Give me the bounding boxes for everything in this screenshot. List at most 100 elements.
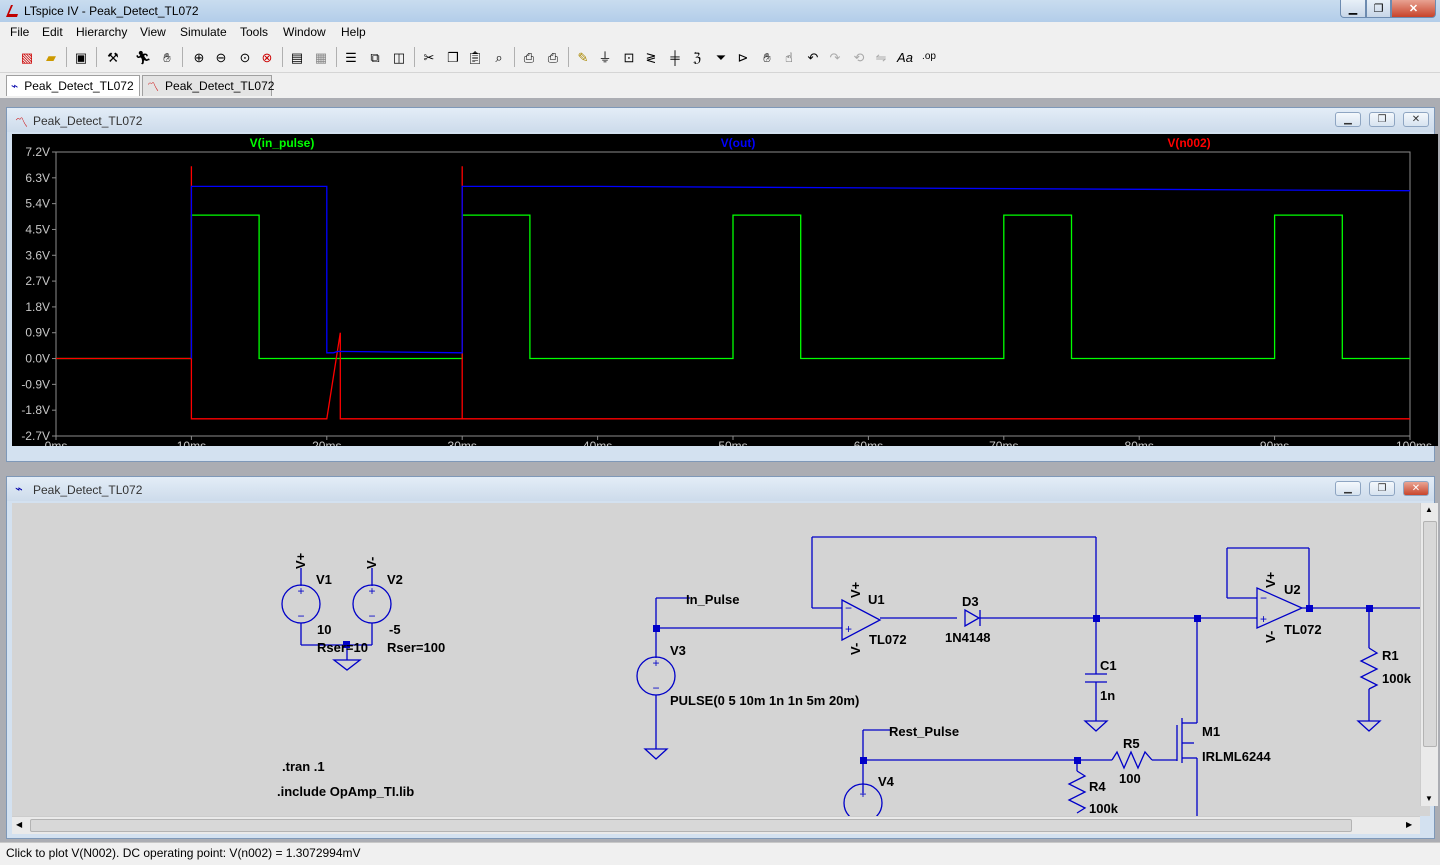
menu-tools[interactable]: Tools xyxy=(240,25,269,39)
toolbar: ▧ ▰ ▣ ⚒ 🏃︎ ✋︎ ⊕ ⊖ ⊙ ⊗ ▤ ▦ ☰ ⧉ ◫ ✂ ❐ 📋︎ ⌕… xyxy=(0,42,1440,73)
label-net-icon[interactable]: ⊡ xyxy=(623,49,635,65)
include-directive[interactable]: .include OpAmp_TI.lib xyxy=(277,784,414,799)
mirror-icon[interactable]: ⇋ xyxy=(875,49,887,65)
schematic-close-button[interactable]: ✕ xyxy=(1403,481,1429,496)
scroll-left-icon[interactable]: ◀ xyxy=(16,820,23,829)
menu-bar: File Edit Hierarchy View Simulate Tools … xyxy=(0,22,1440,42)
menu-simulate[interactable]: Simulate xyxy=(180,25,227,39)
schematic-window-titlebar: ⌁ Peak_Detect_TL072 ▁ ❐ ✕ xyxy=(7,477,1434,501)
menu-help[interactable]: Help xyxy=(341,25,366,39)
draw-wire-icon[interactable]: ✎ xyxy=(577,49,589,65)
pan-hand-icon[interactable]: ✋︎ xyxy=(163,49,171,65)
inductor-icon[interactable]: ℨ xyxy=(692,49,701,65)
menu-file[interactable]: File xyxy=(10,25,30,39)
redo-icon[interactable]: ↷ xyxy=(829,49,841,65)
waveform-close-button[interactable]: ✕ xyxy=(1403,112,1429,127)
open-folder-icon[interactable]: ▰ xyxy=(46,49,56,65)
control-panel-icon[interactable]: ⚒ xyxy=(107,49,119,65)
schematic-icon: ⌁ xyxy=(15,481,23,496)
minimize-button[interactable]: ▁ xyxy=(1340,0,1366,18)
schematic-canvas[interactable]: + − + − + − − + − + + V+ V1 10 Rser=10 xyxy=(12,503,1430,816)
scroll-right-icon[interactable]: ▶ xyxy=(1406,820,1413,829)
new-schematic-icon[interactable]: ▧ xyxy=(20,49,34,65)
vertical-scrollbar[interactable]: ▲ ▼ xyxy=(1420,503,1438,806)
scroll-down-icon[interactable]: ▼ xyxy=(1425,794,1433,803)
menu-view[interactable]: View xyxy=(140,25,166,39)
tab-waveform[interactable]: 〽 Peak_Detect_TL072 xyxy=(142,75,275,96)
zoom-fit-icon[interactable]: ⊙ xyxy=(239,49,251,65)
ground-icon[interactable]: ⏚ xyxy=(598,49,612,65)
cut-icon[interactable]: ✂ xyxy=(423,49,435,65)
u2-model: TL072 xyxy=(1284,622,1322,637)
menu-edit[interactable]: Edit xyxy=(42,25,63,39)
copy-icon[interactable]: ❐ xyxy=(447,49,459,65)
ltspice-app-icon xyxy=(6,5,18,17)
y-tick-label: 5.4V xyxy=(25,197,50,211)
print-preview-icon[interactable]: ⎙ xyxy=(523,49,535,65)
schematic-restore-button[interactable]: ❐ xyxy=(1369,481,1395,496)
save-icon[interactable]: ▣ xyxy=(74,49,88,65)
grid-icon[interactable]: ▦ xyxy=(314,49,328,65)
resistor-icon[interactable]: ≷ xyxy=(645,49,657,65)
r1-label: R1 xyxy=(1382,648,1399,663)
waveform-minimize-button[interactable]: ▁ xyxy=(1335,112,1361,127)
paste-icon[interactable]: 📋︎ xyxy=(466,49,484,65)
schematic-minimize-button[interactable]: ▁ xyxy=(1335,481,1361,496)
y-tick-label: 0.9V xyxy=(25,326,50,340)
diode-icon[interactable]: ⏷ xyxy=(715,49,727,65)
zoom-out-icon[interactable]: ⊖ xyxy=(215,49,227,65)
svg-text:+: + xyxy=(297,584,304,598)
horizontal-scrollbar[interactable]: ◀ ▶ xyxy=(12,816,1420,834)
svg-text:−: − xyxy=(368,609,375,623)
u1-label: U1 xyxy=(868,592,885,607)
undo-icon[interactable]: ↶ xyxy=(807,49,819,65)
x-tick-label: 40ms xyxy=(583,439,612,446)
vertical-scroll-thumb[interactable] xyxy=(1423,521,1437,747)
v2-value: -5 xyxy=(389,622,401,637)
waveform-window-title: Peak_Detect_TL072 xyxy=(33,114,143,128)
zoom-in-icon[interactable]: ⊕ xyxy=(193,49,205,65)
y-tick-label: 6.3V xyxy=(25,171,50,185)
close-button[interactable]: ✕ xyxy=(1391,0,1436,18)
text-icon[interactable]: Aa xyxy=(897,49,913,65)
capacitor-icon[interactable]: ╪ xyxy=(670,49,680,65)
schematic-drawing[interactable]: + − + − + − − + − + + V+ V1 10 Rser=10 xyxy=(12,503,1430,816)
horizontal-scroll-thumb[interactable] xyxy=(30,819,1352,832)
tab-schematic[interactable]: ⌁ Peak_Detect_TL072 xyxy=(6,75,140,96)
x-tick-label: 30ms xyxy=(448,439,477,446)
scroll-up-icon[interactable]: ▲ xyxy=(1425,505,1433,514)
autorange-icon[interactable]: ▤ xyxy=(290,49,304,65)
tran-directive[interactable]: .tran .1 xyxy=(282,759,325,774)
restore-button[interactable]: ❐ xyxy=(1366,0,1391,18)
print-icon[interactable]: ⎙ xyxy=(547,49,559,65)
r4-label: R4 xyxy=(1089,779,1106,794)
cascade-icon[interactable]: ⧉ xyxy=(370,49,380,65)
zoom-cancel-icon[interactable]: ⊗ xyxy=(261,49,273,65)
menu-hierarchy[interactable]: Hierarchy xyxy=(76,25,128,39)
y-tick-label: 2.7V xyxy=(25,274,50,288)
svg-text:−: − xyxy=(652,681,659,695)
find-icon[interactable]: ⌕ xyxy=(495,49,503,65)
waveform-restore-button[interactable]: ❐ xyxy=(1369,112,1395,127)
tile-vertical-icon[interactable]: ◫ xyxy=(392,49,406,65)
menu-window[interactable]: Window xyxy=(283,25,326,39)
v1-rser: Rser=10 xyxy=(317,640,368,655)
svg-text:−: − xyxy=(297,609,304,623)
window-title: LTspice IV - Peak_Detect_TL072 xyxy=(24,4,199,18)
component-icon[interactable]: ⊳ xyxy=(737,49,749,65)
status-bar: Click to plot V(N002). DC operating poin… xyxy=(0,842,1440,865)
move-icon[interactable]: ✋︎ xyxy=(763,49,771,65)
drag-icon[interactable]: ☝︎ xyxy=(785,49,793,65)
r5-value: 100 xyxy=(1119,771,1141,786)
spice-directive-icon[interactable]: .op xyxy=(922,51,936,62)
run-icon[interactable]: 🏃︎ xyxy=(134,49,152,65)
u1-vplus: V+ xyxy=(848,581,863,598)
rotate-icon[interactable]: ⟲ xyxy=(853,49,865,65)
x-tick-label: 70ms xyxy=(989,439,1018,446)
tile-horizontal-icon[interactable]: ☰ xyxy=(345,49,357,65)
x-tick-label: 100ms xyxy=(1396,439,1432,446)
tab-label: Peak_Detect_TL072 xyxy=(165,79,275,93)
waveform-chart[interactable]: 7.2V6.3V5.4V4.5V3.6V2.7V1.8V0.9V0.0V-0.9… xyxy=(12,134,1438,453)
y-tick-label: 0.0V xyxy=(25,352,50,366)
